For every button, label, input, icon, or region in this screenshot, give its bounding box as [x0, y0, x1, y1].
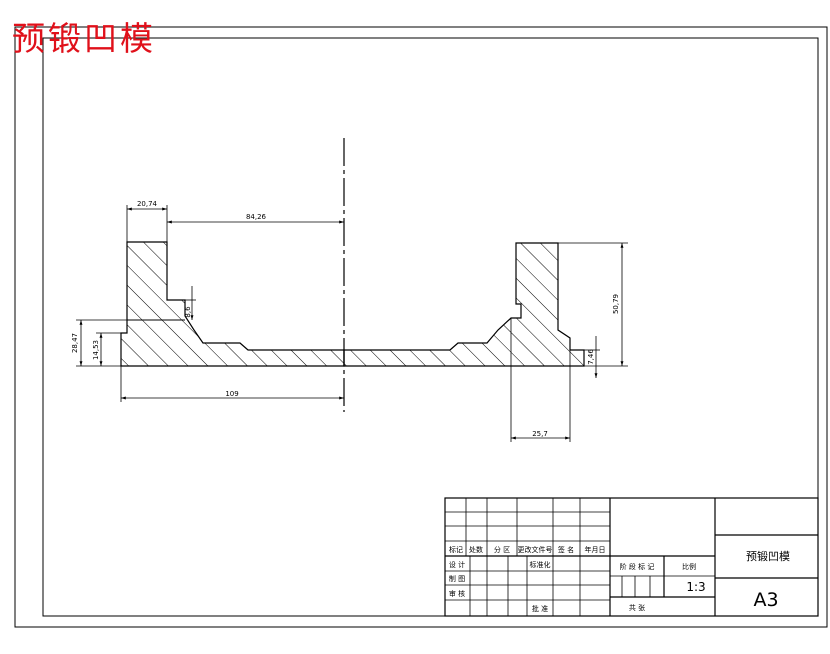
right-section [343, 242, 585, 367]
drawing-name: 预锻凹模 [746, 549, 790, 563]
dim-text-d9: 25,7 [532, 430, 548, 438]
dim-text-d5: 14,53 [92, 340, 100, 360]
rev-header-doc: 更改文件号 [518, 545, 553, 554]
standardization-label: 标准化 [530, 560, 551, 569]
stage-marks-label: 阶 段 标 记 [620, 562, 655, 571]
rev-header-count: 处数 [469, 545, 483, 554]
design-label: 设 计 [449, 560, 465, 569]
dim-text-d3: 8,6 [184, 306, 192, 318]
stamp-title: 预锻凹模 [12, 19, 156, 58]
paper-size: A3 [753, 589, 778, 611]
dim-text-d7: 50,79 [612, 294, 620, 314]
drawing-label: 制 图 [449, 574, 465, 583]
dim-text-d6: 109 [225, 390, 238, 398]
total-sheets-label: 共 张 [629, 603, 645, 612]
rev-header-sign: 签 名 [558, 545, 574, 554]
left-section [120, 241, 345, 367]
inner-border [42, 37, 819, 617]
dim-text-d8: 7,46 [587, 349, 595, 365]
dim-text-d2: 84,26 [246, 213, 267, 221]
rev-header-date: 年月日 [585, 545, 606, 554]
dim-text-d4: 28,47 [71, 333, 79, 353]
audit-label: 审 核 [449, 589, 465, 598]
title-block [444, 497, 819, 617]
ratio-label: 比例 [682, 562, 696, 571]
outer-border [14, 26, 828, 628]
dim-text-d1: 20,74 [137, 200, 158, 208]
approve-label: 批 准 [532, 604, 548, 613]
ratio-value: 1:3 [686, 580, 705, 594]
rev-header-mark: 标记 [449, 545, 463, 554]
rev-header-zone: 分 区 [494, 545, 510, 554]
